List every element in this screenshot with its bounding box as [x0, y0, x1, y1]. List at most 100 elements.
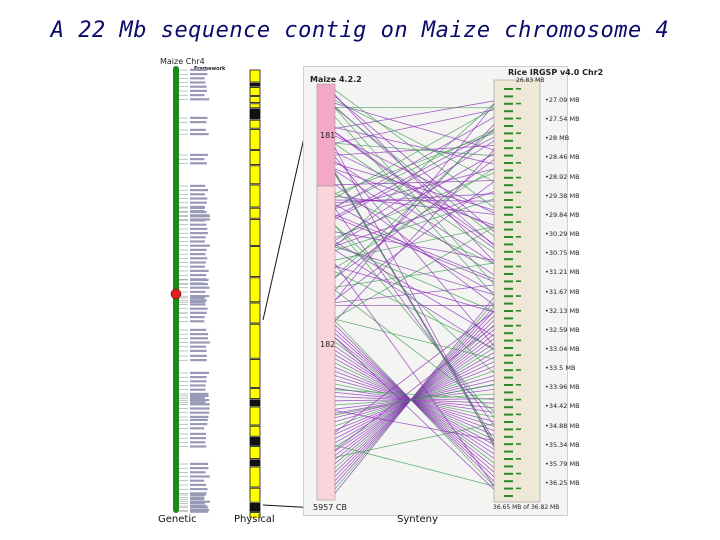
rice-gene-mark [504, 332, 513, 335]
contig-segment [249, 165, 261, 185]
synteny-line [334, 130, 495, 218]
rice-gene-mark [504, 273, 513, 275]
rice-gene-mark [516, 162, 521, 164]
rice-gene-mark [504, 176, 513, 179]
rice-tick-label: •35.34 MB [545, 440, 580, 449]
marker-text [190, 376, 207, 379]
chromosome-label: Maize Chr4 [160, 57, 205, 66]
rice-tick-label: •28.46 MB [545, 153, 580, 162]
rice-gene-mark [504, 458, 513, 460]
marker-text [190, 415, 209, 418]
marker-text [190, 265, 205, 268]
synteny-line [334, 214, 495, 280]
rice-tick-label: •30.75 MB [545, 249, 580, 258]
marker-text [190, 394, 209, 397]
rice-gene-mark [504, 236, 513, 238]
synteny-line [334, 136, 495, 220]
maize-end-label: 5957 CB [313, 503, 347, 512]
rice-tick-label: •28.92 MB [545, 172, 580, 181]
rice-tick-label: •27.09 MB [545, 96, 580, 104]
rice-gene-mark [504, 480, 513, 483]
contig-segment [249, 512, 261, 518]
rice-gene-mark [516, 443, 521, 445]
synteny-line [334, 156, 495, 347]
rice-gene-mark [504, 339, 513, 342]
rice-gene-mark [504, 317, 513, 320]
marker-text [190, 219, 206, 222]
rice-tick-label: •30.29 MB [545, 230, 580, 239]
marker-text [190, 73, 208, 76]
marker-text [190, 295, 210, 298]
contig-segment [249, 388, 261, 400]
marker-text [190, 371, 210, 374]
synteny-line [334, 116, 495, 208]
synteny-line [334, 231, 495, 261]
rice-gene-mark [516, 88, 521, 90]
rice-gene-mark [504, 487, 513, 490]
synteny-line [334, 174, 495, 444]
synteny-line [334, 225, 495, 374]
marker-text [190, 384, 206, 387]
marker-text [190, 296, 205, 299]
synteny-line [334, 140, 495, 241]
synteny-line [334, 107, 495, 199]
locus-marker [170, 288, 182, 300]
marker-text [190, 498, 205, 501]
marker-text [190, 380, 207, 383]
synteny-line [334, 160, 495, 264]
marker-text [190, 211, 207, 214]
marker-text [190, 89, 208, 92]
rice-gene-mark [504, 110, 513, 113]
rice-gene-mark [516, 384, 521, 386]
rice-gene-mark [504, 139, 513, 142]
synteny-line [334, 423, 495, 458]
rice-gene-mark [516, 295, 521, 297]
rice-gene-mark [504, 243, 513, 246]
contig-segment [249, 82, 261, 87]
synteny-line [334, 195, 495, 215]
rice-gene-mark [504, 265, 513, 268]
contig-segment [249, 277, 261, 303]
marker-text [190, 244, 210, 247]
rice-gene-mark [504, 406, 513, 409]
marker-text [190, 274, 207, 277]
rice-tick-label: •33.5 MB [545, 364, 576, 373]
rice-gene-mark [504, 250, 513, 253]
marker-text [190, 492, 207, 495]
rice-gene-mark [504, 391, 513, 394]
marker-text [190, 77, 205, 80]
rice-gene-mark [516, 206, 521, 208]
marker-text [190, 81, 206, 84]
synteny-line [334, 100, 495, 182]
marker-text [190, 337, 208, 340]
marker-text [190, 320, 205, 323]
marker-text [190, 269, 209, 272]
synteny-line [334, 249, 495, 351]
bin-181-label: 181 [320, 131, 336, 140]
rice-gene-mark [504, 88, 513, 90]
genetic-map [170, 66, 210, 513]
marker-text [190, 504, 207, 507]
rice-gene-mark [516, 176, 521, 179]
synteny-line [334, 383, 495, 416]
rice-gene-mark [504, 213, 513, 216]
rice-tick-label: •32.59 MB [545, 325, 580, 334]
maize-bin-182 [316, 185, 336, 501]
rice-tick-label: •34.88 MB [545, 421, 580, 430]
rice-tick-label: •28 MB [545, 134, 570, 143]
marker-text [190, 479, 205, 482]
rice-gene-mark [504, 154, 513, 157]
rice-gene-mark [504, 199, 513, 201]
rice-gene-mark [504, 102, 513, 105]
synteny-line [334, 271, 495, 349]
rice-gene-mark [516, 472, 521, 475]
synteny-line [334, 289, 495, 412]
contig-segment [249, 502, 261, 512]
rice-gene-mark [516, 487, 521, 490]
contig-segment [249, 302, 261, 324]
marker-text [190, 475, 210, 478]
physical-contig-map [249, 69, 261, 518]
rice-gene-mark [516, 132, 521, 134]
synteny-line [334, 170, 495, 276]
synteny-line [334, 116, 495, 296]
